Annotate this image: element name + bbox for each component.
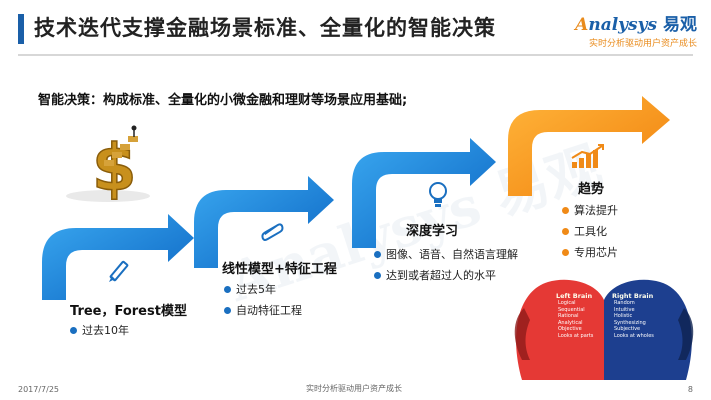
left-brain-title: Left Brain bbox=[556, 292, 593, 300]
subtitle: 智能决策：构成标准、全量化的小微金融和理财等场景应用基础; bbox=[38, 93, 408, 108]
footer-date: 2017/7/25 bbox=[18, 385, 60, 394]
right-brain-item: Intuitive bbox=[614, 306, 635, 313]
left-brain-item: Analytical bbox=[558, 319, 583, 326]
stage-2-bullet-1: 过去5年 bbox=[224, 281, 276, 297]
stage-2-title: 线性模型+特征工程 bbox=[222, 262, 337, 277]
stage-4-bullet-1: 算法提升 bbox=[562, 202, 618, 218]
stage-4-bullet-3: 专用芯片 bbox=[562, 244, 618, 260]
analysys-logo: Analysys 易观 实时分析驱动用户资产成长 bbox=[575, 10, 697, 49]
right-brain-item: Random bbox=[614, 300, 635, 306]
title-accent-bar bbox=[18, 14, 24, 44]
footer-tagline: 实时分析驱动用户资产成长 bbox=[306, 384, 402, 393]
right-brain-title: Right Brain bbox=[612, 292, 654, 300]
stage-3-title: 深度学习 bbox=[406, 224, 459, 239]
stage-1-title: Tree，Forest模型 bbox=[70, 304, 187, 319]
svg-text:$: $ bbox=[92, 132, 137, 206]
step-arrow-4 bbox=[508, 96, 670, 196]
pencil-icon bbox=[109, 260, 129, 282]
left-brain-item: Looks at parts bbox=[558, 332, 594, 339]
paperclip-icon bbox=[261, 223, 284, 241]
page-title: 技术迭代支撑金融场景标准、全量化的智能决策 bbox=[34, 16, 496, 40]
money-stairs-illustration: $ bbox=[66, 125, 150, 207]
logo-wordmark: Analysys 易观 bbox=[575, 15, 697, 35]
stage-1-bullet-1: 过去10年 bbox=[70, 322, 129, 338]
left-brain-item: Sequential bbox=[558, 306, 585, 313]
step-arrow-2 bbox=[194, 176, 334, 268]
step-arrow-1 bbox=[42, 214, 194, 300]
header-divider bbox=[18, 54, 693, 56]
right-brain-item: Synthesizing bbox=[614, 319, 646, 326]
lightbulb-icon bbox=[429, 182, 447, 207]
right-brain-item: Holistic bbox=[614, 313, 633, 319]
left-brain-item: Rational bbox=[558, 313, 579, 319]
stage-3-bullet-2: 达到或者超过人的水平 bbox=[374, 267, 496, 283]
brain-illustration bbox=[514, 279, 694, 380]
stage-2-bullet-2: 自动特征工程 bbox=[224, 302, 302, 318]
page-number: 8 bbox=[687, 385, 693, 394]
left-brain-item: Objective bbox=[558, 326, 582, 332]
stage-3-bullet-1: 图像、语音、自然语言理解 bbox=[374, 246, 518, 262]
right-brain-item: Looks at wholes bbox=[614, 332, 654, 339]
left-brain-item: Logical bbox=[558, 300, 576, 306]
stage-4-bullet-2: 工具化 bbox=[562, 223, 607, 239]
logo-tagline: 实时分析驱动用户资产成长 bbox=[588, 39, 697, 49]
bar-chart-icon bbox=[571, 144, 604, 168]
step-arrow-3 bbox=[352, 138, 496, 248]
stage-4-title: 趋势 bbox=[578, 182, 605, 197]
right-brain-item: Subjective bbox=[614, 326, 641, 332]
